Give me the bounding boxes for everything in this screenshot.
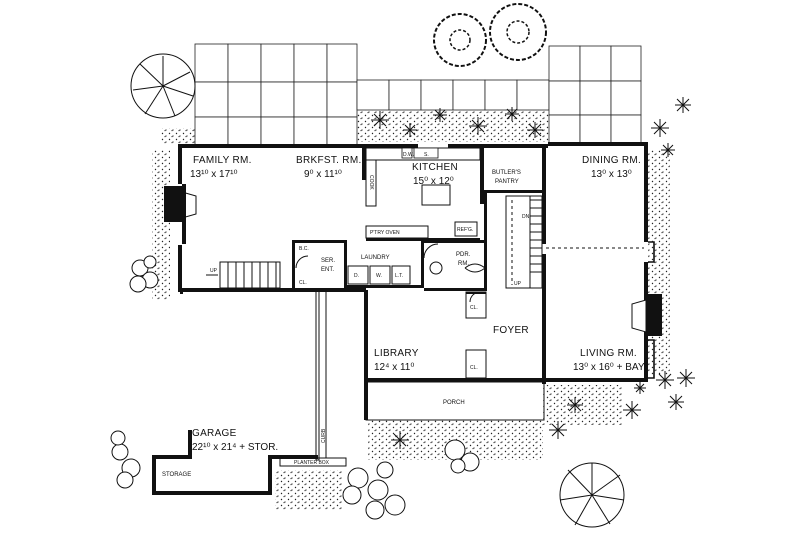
porch-label: PORCH bbox=[443, 400, 465, 406]
broom-closet-label: B.C. bbox=[299, 246, 309, 252]
butlers-label-2: PANTRY bbox=[495, 179, 519, 185]
storage-label: STORAGE bbox=[162, 472, 191, 478]
closet-label-3: CL. bbox=[470, 365, 478, 371]
spiky-shrubs bbox=[371, 97, 695, 449]
butlers-label-1: BUTLER'S bbox=[492, 170, 521, 176]
dining-room-dim: 13⁰ x 13⁰ bbox=[591, 169, 632, 180]
foyer-stair bbox=[511, 196, 542, 288]
washer-label: W. bbox=[376, 273, 382, 279]
foyer-label: FOYER bbox=[493, 325, 529, 336]
curb-label: CURB bbox=[321, 428, 327, 443]
exterior-walls bbox=[178, 142, 648, 420]
room-labels: FAMILY RM. 13¹⁰ x 17¹⁰ BRKFST. RM. 9⁰ x … bbox=[162, 155, 645, 478]
refrigerator-label: REF'G. bbox=[457, 227, 473, 233]
laundry-appliances bbox=[347, 265, 411, 285]
garage-walls bbox=[152, 290, 347, 495]
cooktop-label: COOK bbox=[368, 175, 374, 190]
family-room-label: FAMILY RM. bbox=[193, 155, 252, 166]
living-bay bbox=[648, 241, 655, 379]
terrace-pavers bbox=[194, 43, 642, 146]
closet-label-1: CL. bbox=[299, 280, 307, 286]
garage-label: GARAGE bbox=[192, 428, 237, 439]
dishwasher-label: D.W. bbox=[403, 152, 414, 158]
shrubs bbox=[110, 255, 480, 520]
pantry-oven-label: P'TRY OVEN bbox=[370, 230, 400, 236]
closet-label-2: CL. bbox=[470, 305, 478, 311]
library-label: LIBRARY bbox=[374, 348, 419, 359]
stair-up-label-2: UP bbox=[514, 281, 522, 287]
living-room-label: LIVING RM. bbox=[580, 348, 637, 359]
dining-room-label: DINING RM. bbox=[582, 155, 641, 166]
tree-bottom-right bbox=[559, 462, 625, 528]
fireplace-family bbox=[164, 184, 197, 244]
service-entry-label-1: SER. bbox=[321, 258, 335, 264]
fireplace-living bbox=[631, 294, 662, 336]
stair-up-label-1: UP bbox=[210, 268, 218, 274]
door-swings bbox=[295, 243, 481, 303]
stair-down-label: DN bbox=[522, 214, 530, 220]
breakfast-room-dim: 9⁰ x 11¹⁰ bbox=[304, 169, 342, 180]
fixture-labels: D.W. S. COOK P'TRY OVEN REF'G. B.C. CL. … bbox=[210, 152, 530, 466]
basement-stair bbox=[206, 261, 281, 289]
laundry-tub-label: L.T. bbox=[395, 273, 403, 279]
powder-fixtures bbox=[401, 147, 486, 275]
breakfast-room-label: BRKFST. RM. bbox=[296, 155, 362, 166]
tree-top-left bbox=[130, 53, 196, 119]
planter-box-label: PLANTER BOX bbox=[294, 460, 330, 466]
dryer-label: D. bbox=[354, 273, 359, 279]
living-room-dim: 13⁰ x 16⁰ + BAY bbox=[573, 362, 645, 373]
garage-dim: 22¹⁰ x 21⁴ + STOR. bbox=[192, 442, 278, 453]
kitchen-label: KITCHEN bbox=[412, 162, 458, 173]
library-dim: 12⁴ x 11⁰ bbox=[374, 362, 414, 373]
family-room-dim: 13¹⁰ x 17¹⁰ bbox=[190, 169, 237, 180]
laundry-label: LAUNDRY bbox=[361, 255, 390, 261]
powder-room-label-2: RM. bbox=[458, 261, 469, 267]
powder-room-label-1: PDR. bbox=[456, 252, 471, 258]
tree-top-center bbox=[433, 3, 547, 67]
sink-label: S. bbox=[424, 152, 429, 158]
service-entry-label-2: ENT. bbox=[321, 267, 334, 273]
kitchen-dim: 15⁰ x 12⁰ bbox=[413, 176, 454, 187]
